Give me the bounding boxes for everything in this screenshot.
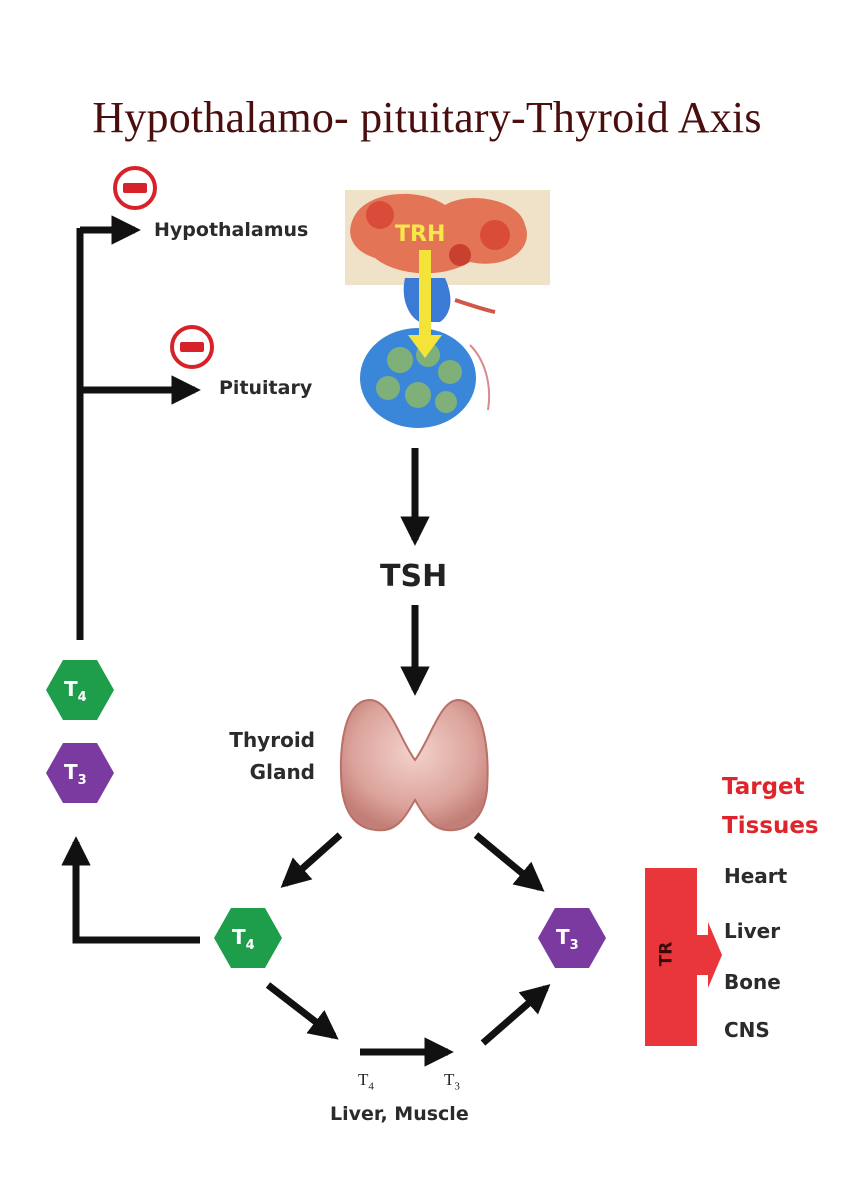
hypothalamic-nuclei xyxy=(350,193,527,274)
t3-main-label: T3 xyxy=(556,925,579,953)
main-flow-arrows xyxy=(265,448,551,1067)
nucleus-blob xyxy=(480,220,510,250)
t3-hexagon-feedback xyxy=(46,743,114,803)
arrow-t4-to-conversion xyxy=(265,982,339,1040)
t4-feedback-label: T4 xyxy=(64,677,87,705)
pituitary-cell xyxy=(376,376,400,400)
arrow-thyroid-to-t4 xyxy=(280,832,343,888)
pituitary-cell xyxy=(405,382,431,408)
tsh-label: TSH xyxy=(380,559,448,594)
hypothalamus-label: Hypothalamus xyxy=(154,219,309,241)
diagram-title: Hypothalamo- pituitary-Thyroid Axis xyxy=(92,93,762,142)
t4-hexagon-feedback xyxy=(46,660,114,720)
vessel xyxy=(469,344,491,411)
trh-label: TRH xyxy=(395,222,446,247)
thyroid-lobes xyxy=(339,698,489,832)
feedback-arrows xyxy=(61,215,201,944)
arrow-conversion-to-t3 xyxy=(480,984,551,1046)
nucleus-blob xyxy=(366,201,394,229)
pituitary-cell xyxy=(435,391,457,413)
pituitary-cell xyxy=(387,347,413,373)
target-tissues-heading-line2: Tissues xyxy=(722,813,819,839)
thyroid-label-line2: Gland xyxy=(249,760,315,784)
conversion-t4-label: T4 xyxy=(358,1070,374,1093)
t4-main-label: T4 xyxy=(232,925,255,953)
target-tissue-item: Liver xyxy=(724,919,781,943)
pituitary-cell xyxy=(438,360,462,384)
nucleus-blob xyxy=(449,244,471,266)
thyroid-gland-illustration xyxy=(339,698,489,832)
t4-hexagon-main xyxy=(214,908,282,968)
tr-arrow xyxy=(697,922,722,988)
tr-label: TR xyxy=(656,941,677,967)
target-tissue-item: CNS xyxy=(724,1018,770,1042)
tr-receptor-bar xyxy=(645,868,697,1046)
target-tissue-item: Bone xyxy=(724,970,781,994)
trh-arrow-head xyxy=(408,335,442,358)
inhibition-pituitary-icon xyxy=(170,325,214,369)
liver-muscle-label: Liver, Muscle xyxy=(330,1103,469,1125)
target-tissue-item: Heart xyxy=(724,864,788,888)
arrow-thyroid-to-t3 xyxy=(473,832,545,892)
thyroid-label-line1: Thyroid xyxy=(229,728,315,752)
target-tissues-heading-line1: Target xyxy=(722,774,805,800)
arrow-t4-to-feedback xyxy=(61,836,200,944)
inhibition-hypothalamus-icon xyxy=(113,166,157,210)
t3-hexagon-main xyxy=(538,908,606,968)
hypothalamus-pituitary-illustration xyxy=(345,190,550,428)
conversion-t3-label: T3 xyxy=(444,1070,460,1093)
vessel xyxy=(454,298,496,314)
t3-feedback-label: T3 xyxy=(64,760,87,788)
pituitary-label: Pituitary xyxy=(219,377,313,399)
